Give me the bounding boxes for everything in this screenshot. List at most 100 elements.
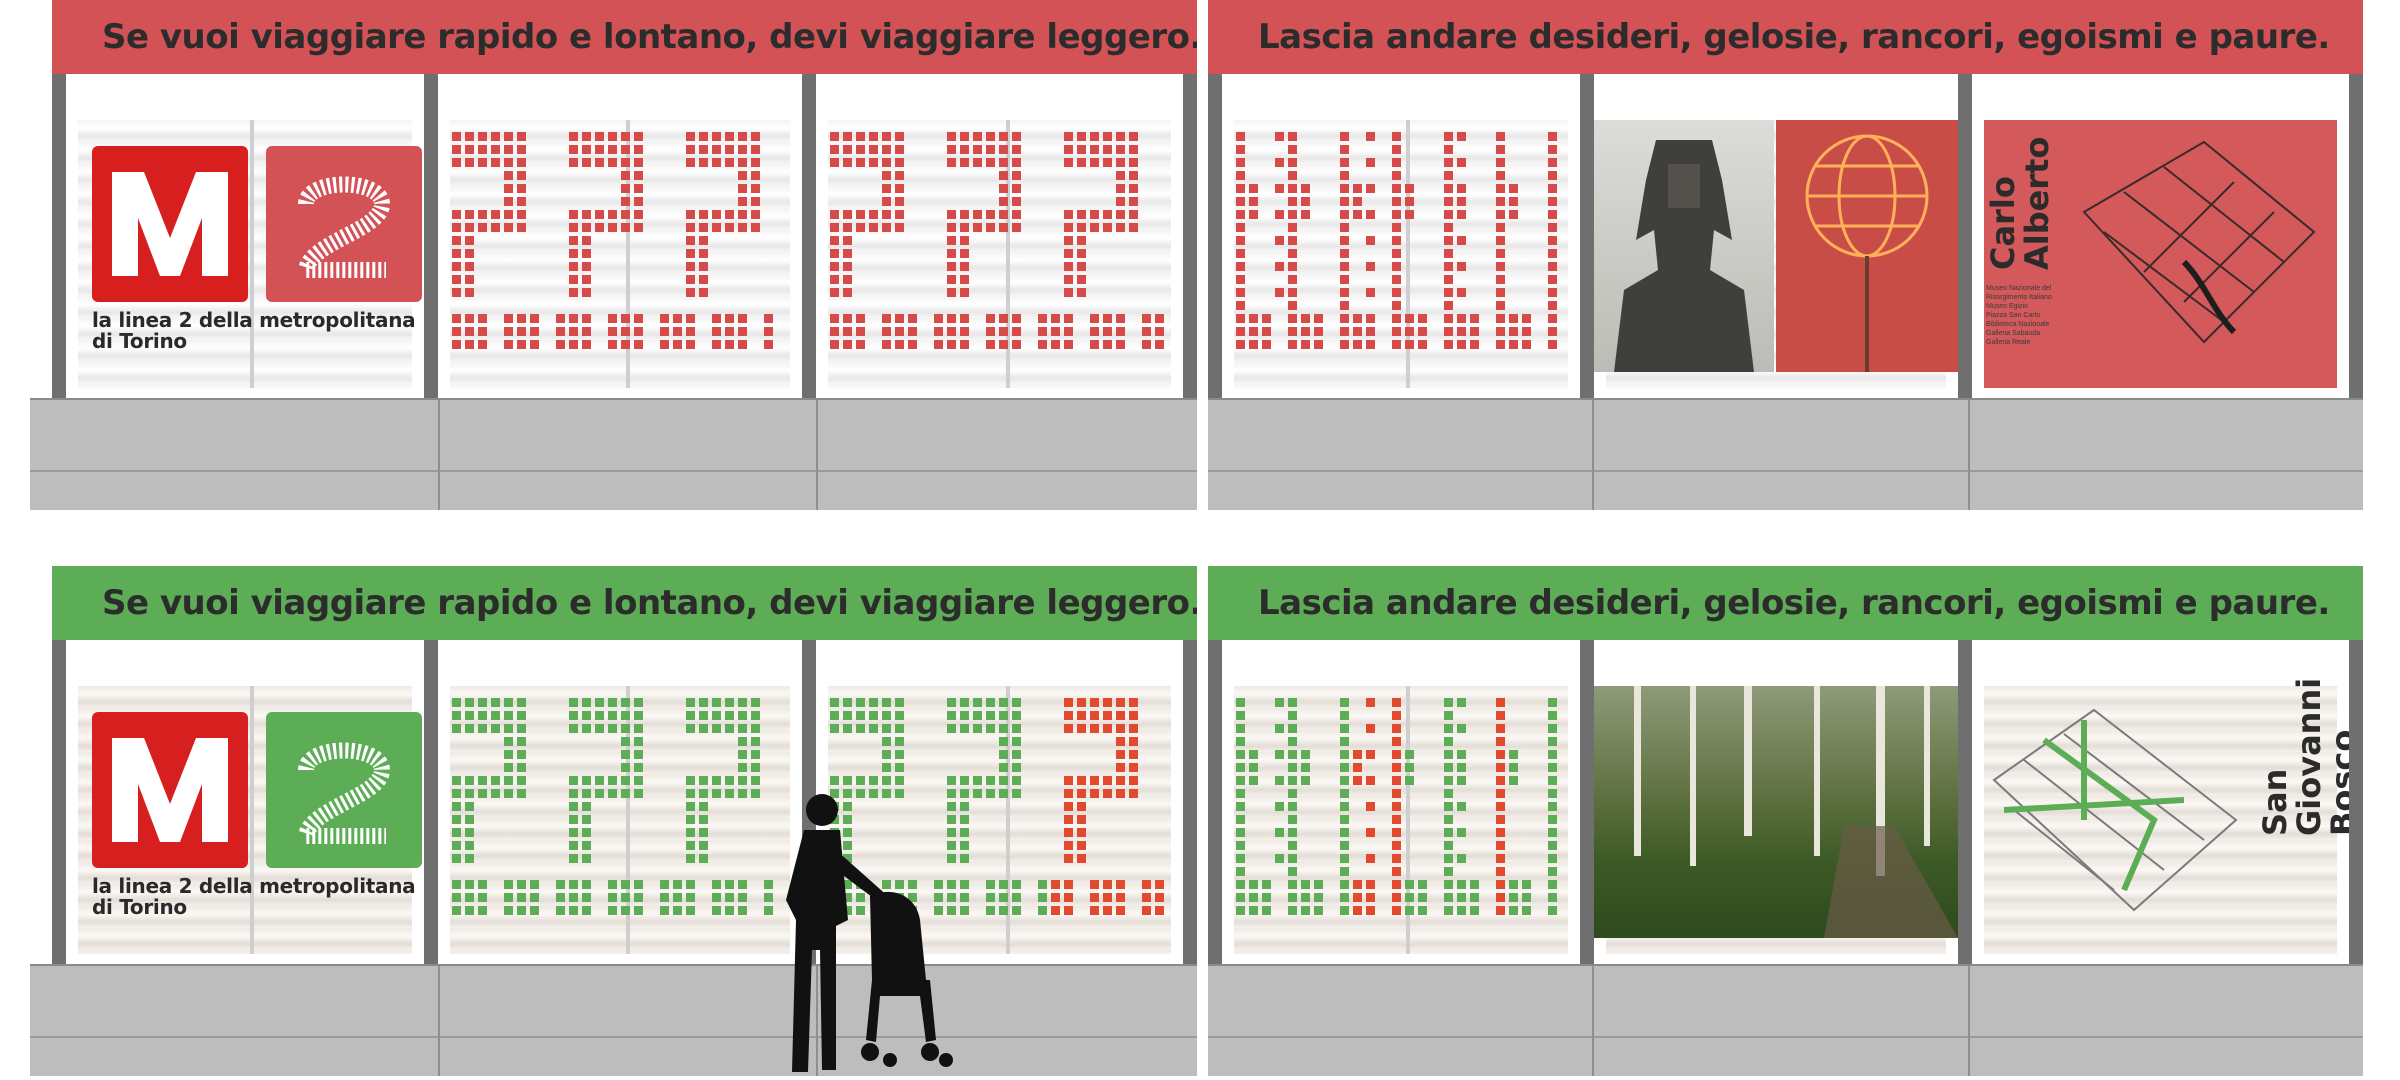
pattern-dot (621, 698, 630, 707)
pattern-dot (1077, 132, 1086, 141)
pattern-dot (517, 776, 526, 785)
pattern-dot (621, 763, 630, 772)
pattern-dot (1077, 249, 1086, 258)
pattern-dot (1340, 854, 1349, 863)
pattern-dot (1236, 171, 1245, 180)
pattern-dot (1418, 893, 1427, 902)
pattern-dot (1444, 737, 1453, 746)
pattern-dot (1496, 184, 1505, 193)
pattern-dot (1275, 802, 1284, 811)
pattern-dot (738, 776, 747, 785)
pattern-dot (856, 698, 865, 707)
pattern-dot (999, 171, 1008, 180)
hoarding-base-left (30, 398, 1197, 510)
pattern-dot (725, 340, 734, 349)
pattern-dot (986, 698, 995, 707)
pattern-dot (1116, 893, 1125, 902)
pattern-dot (1116, 750, 1125, 759)
pattern-dot (1064, 327, 1073, 336)
pattern-dot (869, 223, 878, 232)
pattern-dot (1012, 776, 1021, 785)
pattern-dot (608, 340, 617, 349)
pattern-dot (999, 750, 1008, 759)
pattern-dot (1340, 893, 1349, 902)
pattern-dot (1012, 789, 1021, 798)
pattern-dot (856, 906, 865, 915)
pattern-dot (1457, 724, 1466, 733)
pattern-dot (504, 789, 513, 798)
pattern-dot (999, 145, 1008, 154)
pattern-dot (843, 262, 852, 271)
pattern-dot (465, 145, 474, 154)
pattern-dot (1288, 750, 1297, 759)
pattern-dot (452, 327, 461, 336)
pattern-dot (712, 223, 721, 232)
pattern-dot (1236, 841, 1245, 850)
pattern-dot (960, 828, 969, 837)
pattern-dot (1288, 893, 1297, 902)
pattern-dot (725, 210, 734, 219)
hoarding-green: Se vuoi viaggiare rapido e lontano, devi… (30, 566, 2370, 1076)
pattern-dot (1522, 327, 1531, 336)
pattern-dot (947, 698, 956, 707)
pattern-dot (608, 776, 617, 785)
pattern-dot (895, 698, 904, 707)
pattern-dot (452, 906, 461, 915)
pattern-dot (1129, 184, 1138, 193)
pattern-dot (686, 789, 695, 798)
pattern-dot (1103, 893, 1112, 902)
pattern-dot (686, 249, 695, 258)
pattern-dot (895, 158, 904, 167)
pattern-dot (660, 327, 669, 336)
pattern-dot (973, 711, 982, 720)
pattern-dot (608, 223, 617, 232)
pattern-dot (1392, 171, 1401, 180)
pattern-dot (1012, 145, 1021, 154)
pattern-dot (569, 815, 578, 824)
pattern-dot (960, 724, 969, 733)
pattern-dot (673, 906, 682, 915)
pattern-dot (686, 724, 695, 733)
pattern-dot (517, 906, 526, 915)
pattern-dot (1392, 880, 1401, 889)
pattern-dot (1392, 815, 1401, 824)
pattern-dot (517, 893, 526, 902)
pattern-dot (1077, 815, 1086, 824)
pattern-dot (699, 854, 708, 863)
pattern-dot (738, 880, 747, 889)
pattern-dot (530, 314, 539, 323)
pattern-dot (999, 776, 1008, 785)
pattern-dot (738, 906, 747, 915)
pattern-dot (986, 210, 995, 219)
pattern-dot (999, 210, 1008, 219)
pattern-dot (712, 158, 721, 167)
pattern-dot (660, 893, 669, 902)
pattern-dot (1496, 906, 1505, 915)
pattern-dot (634, 880, 643, 889)
pattern-dot (1236, 288, 1245, 297)
pattern-dot (1392, 711, 1401, 720)
pattern-dot (1548, 314, 1557, 323)
pattern-dot (465, 262, 474, 271)
pattern-dot (960, 854, 969, 863)
pattern-dot (686, 210, 695, 219)
pattern-dot (595, 145, 604, 154)
pattern-dot (856, 340, 865, 349)
pattern-dot (869, 210, 878, 219)
pattern-dot (843, 223, 852, 232)
pattern-dot (738, 340, 747, 349)
pattern-dot (452, 893, 461, 902)
pattern-dot (751, 711, 760, 720)
pattern-dot (1548, 867, 1557, 876)
pattern-dot (1392, 724, 1401, 733)
pattern-dot (1116, 698, 1125, 707)
pattern-dot (1275, 158, 1284, 167)
pattern-dot (699, 776, 708, 785)
pattern-dot (517, 698, 526, 707)
pattern-dot (999, 737, 1008, 746)
pattern-dot (569, 893, 578, 902)
pattern-dot (1090, 711, 1099, 720)
pattern-dot (491, 724, 500, 733)
pattern-dot (1090, 158, 1099, 167)
pattern-dot (1288, 236, 1297, 245)
